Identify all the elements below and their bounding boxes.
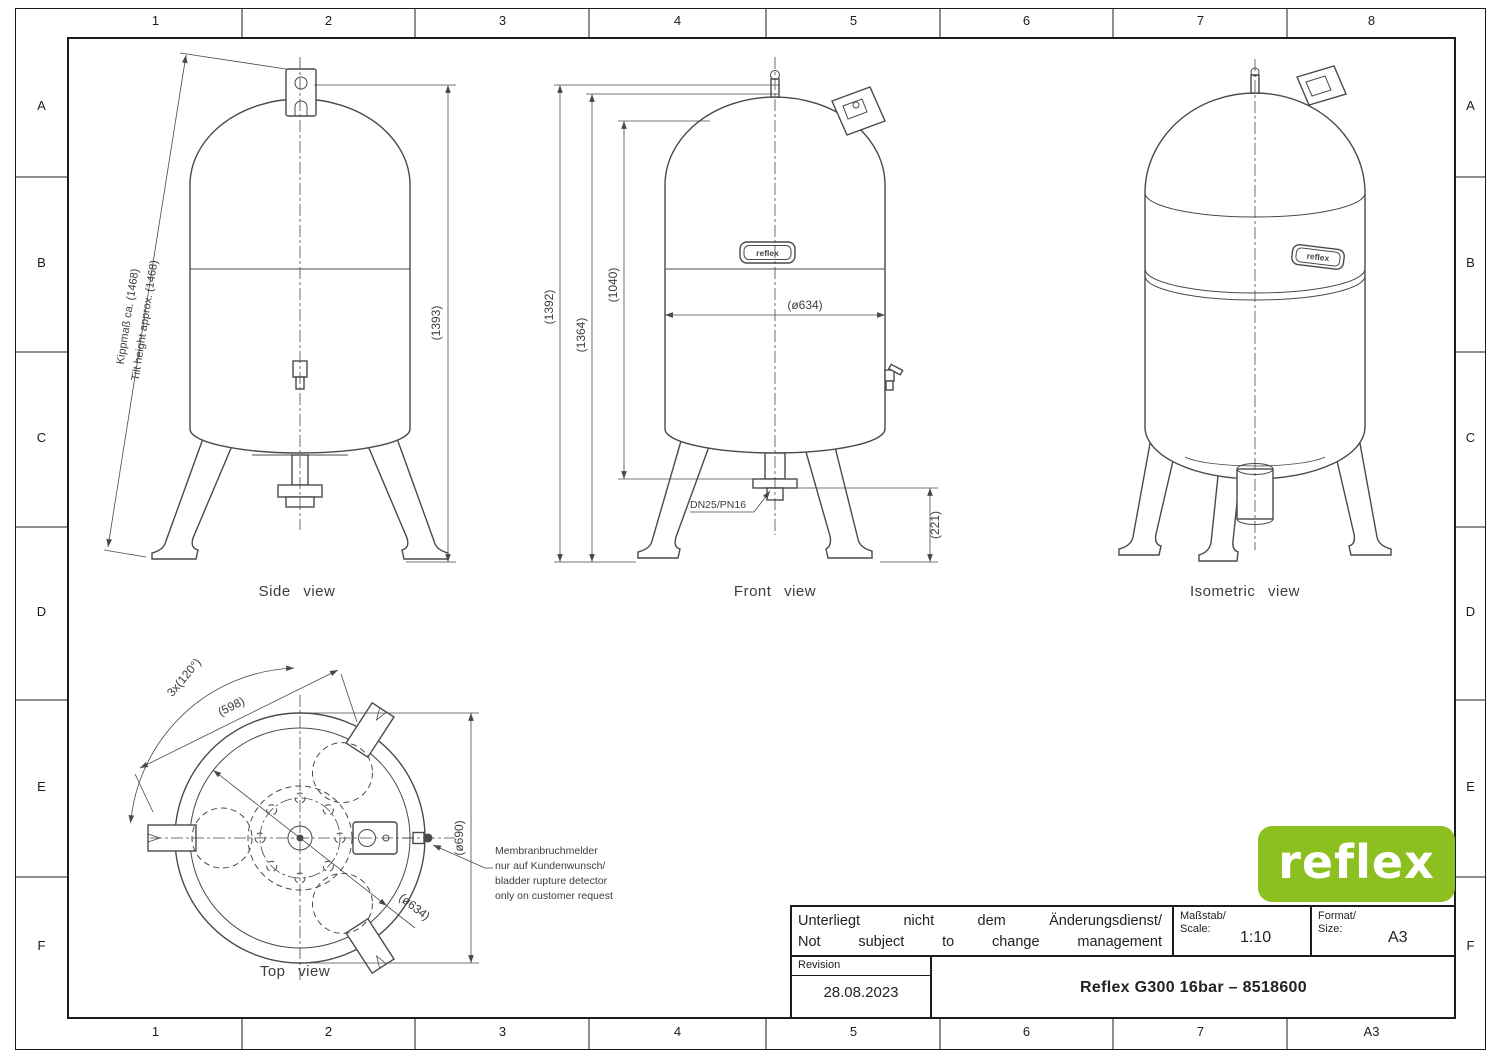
revision-label: Revision — [798, 959, 841, 971]
zone-row-left-a: A — [37, 98, 46, 113]
dim-front-leg-height: (221) — [798, 487, 942, 563]
dim-front-height-2: (1364) — [574, 93, 778, 562]
side-view-drawing: (1393) Kippmaß ca. (1468) Tilt height ap… — [103, 52, 456, 563]
zone-ticks — [15, 8, 1486, 1050]
zone-row-right-f: F — [1466, 938, 1475, 953]
zone-row-right-a: A — [1466, 98, 1475, 113]
scale-value: 1:10 — [1240, 929, 1272, 946]
zone-col-bottom-8: A3 — [1363, 1024, 1380, 1039]
drawing-title-cell: Reflex G300 16bar – 8518600 — [932, 957, 1455, 1018]
revision-date: 28.08.2023 — [823, 984, 899, 1001]
isometric-view-drawing: reflex — [1118, 59, 1392, 562]
nameplate-text: reflex — [756, 248, 779, 258]
zone-col-top-4: 4 — [673, 13, 682, 28]
format-cell: Format/ Size: A3 — [1310, 907, 1455, 955]
zone-col-bottom-1: 1 — [151, 1024, 160, 1039]
zone-col-bottom-7: 7 — [1196, 1024, 1205, 1039]
zone-row-right-e: E — [1466, 779, 1475, 794]
reflex-logo: reflex — [1258, 826, 1455, 902]
zone-row-right-d: D — [1465, 604, 1476, 619]
revision-divider — [792, 975, 930, 976]
connection-label: DN25/PN16 — [690, 499, 746, 511]
dim-side-height-text: (1393) — [429, 306, 443, 341]
note-line-2: nur auf Kundenwunsch/ — [495, 860, 605, 872]
connection-callout: DN25/PN16 — [690, 490, 771, 513]
zone-row-left-b: B — [37, 255, 46, 270]
top-hanger-plate — [285, 68, 317, 117]
zone-col-bottom-2: 2 — [324, 1024, 333, 1039]
zone-col-top-7: 7 — [1196, 13, 1205, 28]
side-valve-fitting — [884, 363, 904, 391]
front-view-label: Front view — [733, 583, 817, 600]
scale-cell: Maßstab/ Scale: 1:10 — [1172, 907, 1310, 955]
format-label-de: Format/ — [1318, 910, 1356, 922]
scale-label-en: Scale: — [1180, 923, 1211, 935]
top-view-drawing: (ø690) (ø634) (598) 3x(120°) Membranbruc… — [128, 656, 613, 980]
revision-cell: Revision 28.08.2023 — [792, 957, 932, 1018]
dim-front-total-height: (1392) — [542, 84, 780, 563]
change-note-en: Not subject to change management — [798, 934, 1162, 950]
side-view-label: Side view — [258, 583, 336, 600]
dim-634-text: (ø634) — [787, 298, 822, 312]
format-value: A3 — [1388, 929, 1408, 946]
inner-border — [67, 37, 1456, 1019]
dim-1364-text: (1364) — [574, 318, 588, 353]
zone-row-right-b: B — [1466, 255, 1475, 270]
zone-row-left-d: D — [36, 604, 47, 619]
dim-598-text: (598) — [216, 694, 247, 719]
zone-col-top-1: 1 — [151, 13, 160, 28]
zone-row-right-c: C — [1465, 430, 1476, 445]
note-line-4: only on customer request — [495, 890, 613, 902]
change-management-cell: Unterliegt nicht dem Änderungsdienst/ No… — [792, 907, 1172, 957]
dim-690-text: (ø690) — [452, 820, 466, 855]
dim-front-diameter: (ø634) — [665, 298, 885, 318]
zone-col-bottom-6: 6 — [1022, 1024, 1031, 1039]
zone-col-top-2: 2 — [324, 13, 333, 28]
rupture-detector-note: Membranbruchmelder nur auf Kundenwunsch/… — [432, 844, 613, 902]
zone-col-top-3: 3 — [498, 13, 507, 28]
outer-border — [15, 8, 1486, 1050]
front-view-drawing: reflex DN25/PN16 (1392) (1364) — [542, 57, 942, 563]
hanger-bracket — [831, 86, 886, 136]
dim-front-height-3: (1040) — [606, 120, 755, 480]
reflex-logo-text: reflex — [1278, 834, 1435, 889]
zone-col-top-8: 8 — [1367, 13, 1376, 28]
zone-col-top-5: 5 — [849, 13, 858, 28]
note-line-3: bladder rupture detector — [495, 875, 608, 887]
isometric-view-label: Isometric view — [1189, 583, 1301, 600]
title-block-top-row: Unterliegt nicht dem Änderungsdienst/ No… — [792, 907, 1455, 957]
change-note-de: Unterliegt nicht dem Änderungsdienst/ — [798, 913, 1162, 929]
zone-col-bottom-3: 3 — [498, 1024, 507, 1039]
zone-row-left-e: E — [37, 779, 46, 794]
dim-side-height: (1393) — [314, 84, 456, 563]
zone-col-bottom-4: 4 — [673, 1024, 682, 1039]
nameplate: reflex — [1291, 244, 1345, 270]
zone-row-left-c: C — [36, 430, 47, 445]
scale-label-de: Maßstab/ — [1180, 910, 1226, 922]
nameplate: reflex — [739, 241, 796, 264]
dim-1392-text: (1392) — [542, 290, 556, 325]
dim-221-text: (221) — [928, 511, 942, 539]
dim-1040-text: (1040) — [606, 268, 620, 303]
hanger-bracket — [1296, 65, 1347, 106]
zone-col-top-6: 6 — [1022, 13, 1031, 28]
drawing-title: Reflex G300 16bar – 8518600 — [1080, 978, 1307, 996]
nameplate-text: reflex — [1306, 251, 1330, 264]
dim-angle-text: 3x(120°) — [164, 656, 204, 700]
zone-col-bottom-5: 5 — [849, 1024, 858, 1039]
note-line-1: Membranbruchmelder — [495, 845, 598, 857]
format-label-en: Size: — [1318, 923, 1343, 935]
zone-row-left-f: F — [37, 938, 46, 953]
title-block: Unterliegt nicht dem Änderungsdienst/ No… — [790, 905, 1455, 1018]
top-view-label: Top view — [259, 963, 331, 980]
